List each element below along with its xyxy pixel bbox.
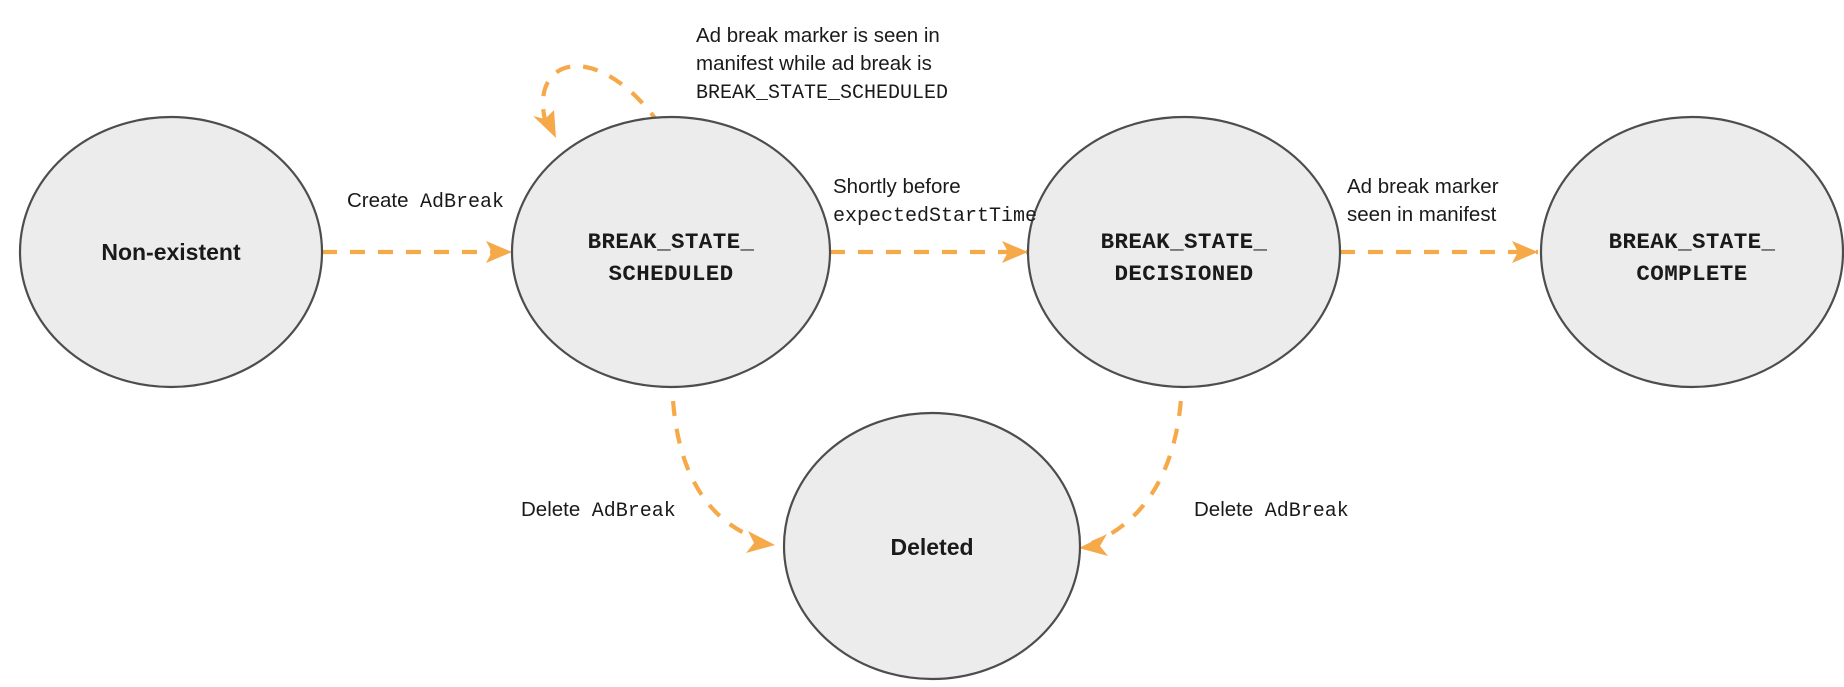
edge-create-adbreak-arrowhead [486,241,512,263]
node-break-state-complete-label-line1: BREAK_STATE_ [1609,229,1776,255]
edge-label-shortly-line1: Shortly before [833,175,961,198]
node-break-state-scheduled-shape[interactable] [510,115,832,389]
edge-delete-from-decisioned-line [1091,372,1185,545]
edge-marker-seen [1340,241,1538,263]
edge-label-delete-left-word: Delete [521,498,580,521]
edge-delete-from-decisioned-arrowhead [1079,534,1108,556]
edge-delete-from-scheduled-arrowhead [746,531,775,553]
edge-scheduled-self-loop-arrowhead [533,110,556,138]
edge-label-create-word: Create [347,189,409,212]
node-break-state-decisioned-label-line1: BREAK_STATE_ [1101,229,1268,255]
edge-label-delete-right-text: Delete AdBreak [1194,498,1349,523]
edge-label-delete-left-arg: AdBreak [592,500,676,523]
edge-label-loop-line2: manifest while ad break is [696,52,932,75]
node-deleted-shape[interactable] [782,411,1082,681]
edge-label-create-arg: AdBreak [420,191,504,214]
edge-delete-from-scheduled [669,372,775,553]
node-break-state-decisioned-shape[interactable] [1026,115,1342,389]
edge-label-shortly-before: Shortly before expectedStartTime [833,175,1037,228]
node-break-state-scheduled-label-line1: BREAK_STATE_ [588,229,755,255]
edge-label-scheduled-self-loop: Ad break marker is seen in manifest whil… [696,24,948,105]
edge-shortly-before-arrowhead [1002,241,1028,263]
edge-label-marker-line2: seen in manifest [1347,203,1497,226]
node-break-state-scheduled[interactable]: BREAK_STATE_ SCHEDULED [510,115,832,389]
edge-create-adbreak [322,241,512,263]
node-break-state-complete-shape[interactable] [1539,115,1844,389]
edge-label-delete-right-arg: AdBreak [1265,500,1349,523]
edge-scheduled-self-loop-line [541,64,662,127]
edge-label-delete-left-text: Delete AdBreak [521,498,676,523]
edge-delete-from-decisioned [1079,372,1185,556]
edge-label-loop-line1: Ad break marker is seen in [696,24,940,47]
edge-label-marker-seen: Ad break marker seen in manifest [1347,175,1499,226]
edge-scheduled-self-loop [533,64,662,138]
node-deleted-label: Deleted [890,534,973,560]
edge-label-create-adbreak: Create AdBreak [347,189,504,214]
edge-shortly-before [830,241,1028,263]
node-deleted[interactable]: Deleted [782,411,1082,681]
node-non-existent-shape[interactable] [18,115,324,389]
edge-label-delete-right-word: Delete [1194,498,1253,521]
node-non-existent[interactable]: Non-existent [18,115,324,389]
edge-label-create-adbreak-text: Create AdBreak [347,189,504,214]
node-break-state-decisioned[interactable]: BREAK_STATE_ DECISIONED [1026,115,1342,389]
node-break-state-decisioned-label-line2: DECISIONED [1114,261,1253,287]
edge-delete-from-scheduled-line [669,372,764,543]
edge-label-delete-from-decisioned: Delete AdBreak [1194,498,1349,523]
edge-label-delete-from-scheduled: Delete AdBreak [521,498,676,523]
node-break-state-scheduled-label-line2: SCHEDULED [608,261,733,287]
edge-marker-seen-arrowhead [1512,241,1538,263]
edge-label-loop-line3: BREAK_STATE_SCHEDULED [696,82,948,105]
edge-label-shortly-line2: expectedStartTime [833,205,1037,228]
node-break-state-complete-label-line2: COMPLETE [1636,261,1747,287]
node-break-state-complete[interactable]: BREAK_STATE_ COMPLETE [1539,115,1844,389]
node-non-existent-label: Non-existent [101,239,241,265]
edge-label-marker-line1: Ad break marker [1347,175,1499,198]
